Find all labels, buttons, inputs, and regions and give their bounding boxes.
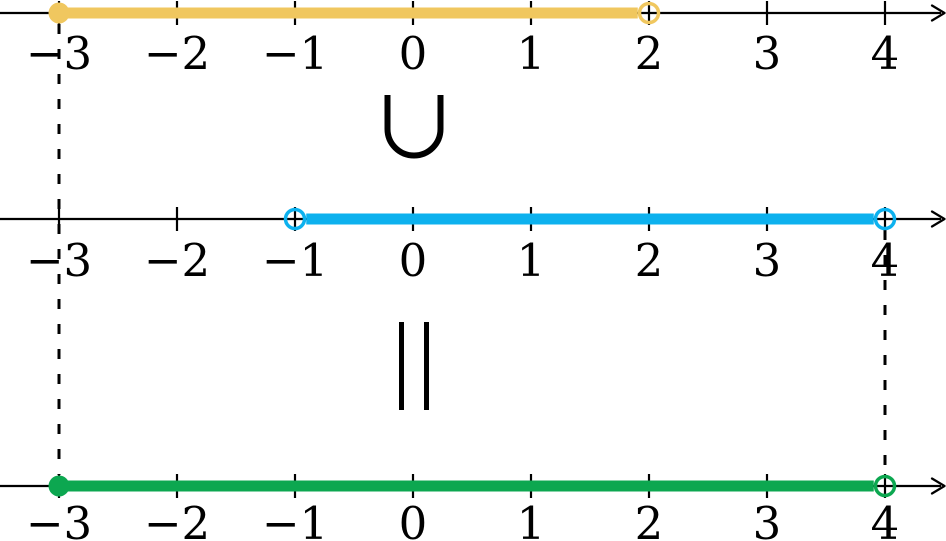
tick-label: 0 — [399, 497, 428, 541]
tick-label: 4 — [871, 497, 900, 541]
tick-label: 2 — [635, 497, 664, 541]
tick-label: 3 — [753, 27, 782, 80]
tick-label: −1 — [262, 234, 328, 287]
tick-label: −2 — [144, 497, 210, 541]
tick-label: 1 — [517, 234, 546, 287]
number-line-top: −3 −2 −1 0 1 2 3 4 — [0, 1, 946, 80]
tick-label: −3 — [26, 497, 92, 541]
tick-label: 4 — [871, 234, 900, 287]
equals-operator — [399, 322, 429, 410]
open-endpoint-end — [637, 1, 661, 25]
open-endpoint-end — [873, 474, 897, 498]
open-endpoint-end — [873, 207, 897, 231]
tick-label: 1 — [517, 27, 546, 80]
tick-label: −2 — [144, 234, 210, 287]
tick-label: 2 — [635, 234, 664, 287]
tick-label: −2 — [144, 27, 210, 80]
tick-label: 0 — [399, 234, 428, 287]
tick-label: 2 — [635, 27, 664, 80]
tick-label: −3 — [26, 27, 92, 80]
tick-label: 0 — [399, 27, 428, 80]
axis-arrow-icon — [930, 477, 946, 495]
axis-arrow-icon — [930, 210, 946, 228]
number-line-middle: −3 −2 −1 0 1 2 3 4 — [0, 207, 946, 287]
tick-label: 1 — [517, 497, 546, 541]
tick-label: 4 — [871, 27, 900, 80]
axis-arrow-icon — [930, 4, 946, 22]
closed-endpoint-start — [48, 475, 70, 497]
tick-label: −3 — [26, 234, 92, 287]
union-operator — [384, 95, 444, 159]
tick-label: −1 — [262, 27, 328, 80]
tick-label: −1 — [262, 497, 328, 541]
tick-label: 3 — [753, 234, 782, 287]
open-endpoint-start — [283, 207, 307, 231]
union-symbol-shape — [384, 95, 444, 159]
tick-label: 3 — [753, 497, 782, 541]
closed-endpoint-start — [48, 2, 70, 24]
number-line-bottom: −3 −2 −1 0 1 2 3 4 — [0, 474, 946, 541]
